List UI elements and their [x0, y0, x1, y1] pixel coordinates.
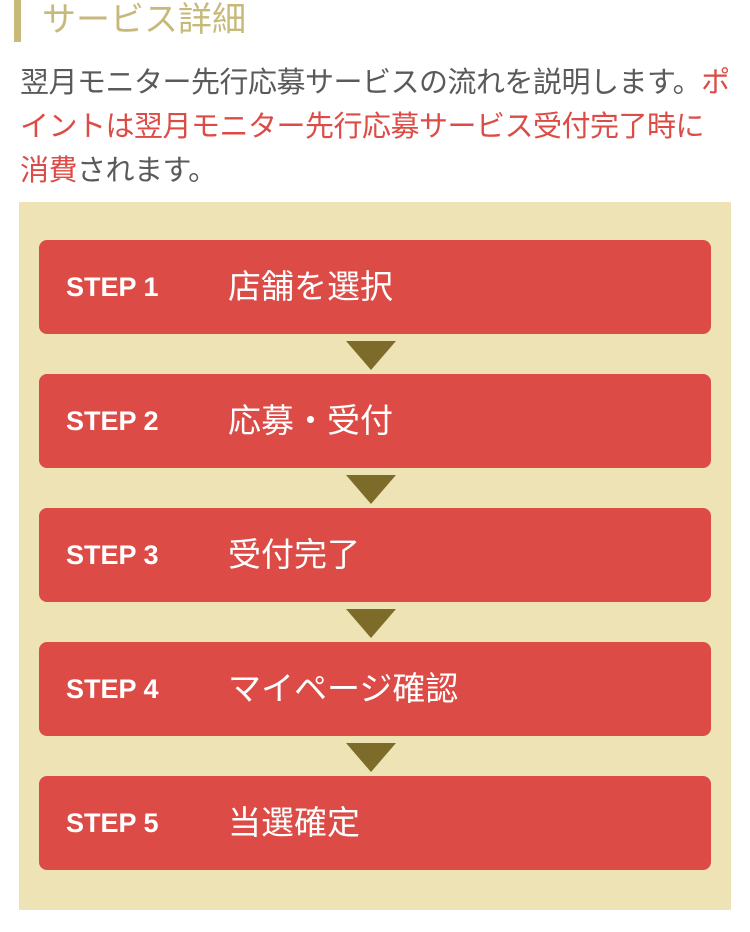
- down-arrow-icon: [346, 743, 396, 772]
- step-flow-panel: STEP 1 店舗を選択 STEP 2 応募・受付 STEP 3 受付完了 ST…: [19, 202, 731, 910]
- step-label: マイページ確認: [228, 669, 459, 708]
- service-description: 翌月モニター先行応募サービスの流れを説明します。ポイントは翌月モニター先行応募サ…: [20, 60, 730, 192]
- section-title: サービス詳細: [42, 0, 246, 40]
- step-label: 受付完了: [228, 535, 360, 574]
- step-number: STEP 4: [66, 674, 159, 704]
- step-label: 当選確定: [228, 803, 360, 842]
- down-arrow-icon: [346, 341, 396, 370]
- step-number: STEP 2: [66, 406, 159, 436]
- step-4: STEP 4 マイページ確認: [39, 642, 711, 736]
- description-highlight: ポイントは翌月モニター先行応募サービス受付完了時に消費: [20, 65, 730, 187]
- description-text-end: されます。: [77, 153, 217, 187]
- down-arrow-icon: [346, 475, 396, 504]
- step-5: STEP 5 当選確定: [39, 776, 711, 870]
- step-number: STEP 1: [66, 272, 159, 302]
- step-label: 応募・受付: [228, 401, 393, 440]
- step-3: STEP 3 受付完了: [39, 508, 711, 602]
- title-accent-bar: [14, 0, 21, 42]
- step-number: STEP 5: [66, 808, 159, 838]
- step-1: STEP 1 店舗を選択: [39, 240, 711, 334]
- step-number: STEP 3: [66, 540, 159, 570]
- step-2: STEP 2 応募・受付: [39, 374, 711, 468]
- step-label: 店舗を選択: [228, 267, 393, 306]
- down-arrow-icon: [346, 609, 396, 638]
- description-text: 翌月モニター先行応募サービスの流れを説明します。: [20, 65, 702, 99]
